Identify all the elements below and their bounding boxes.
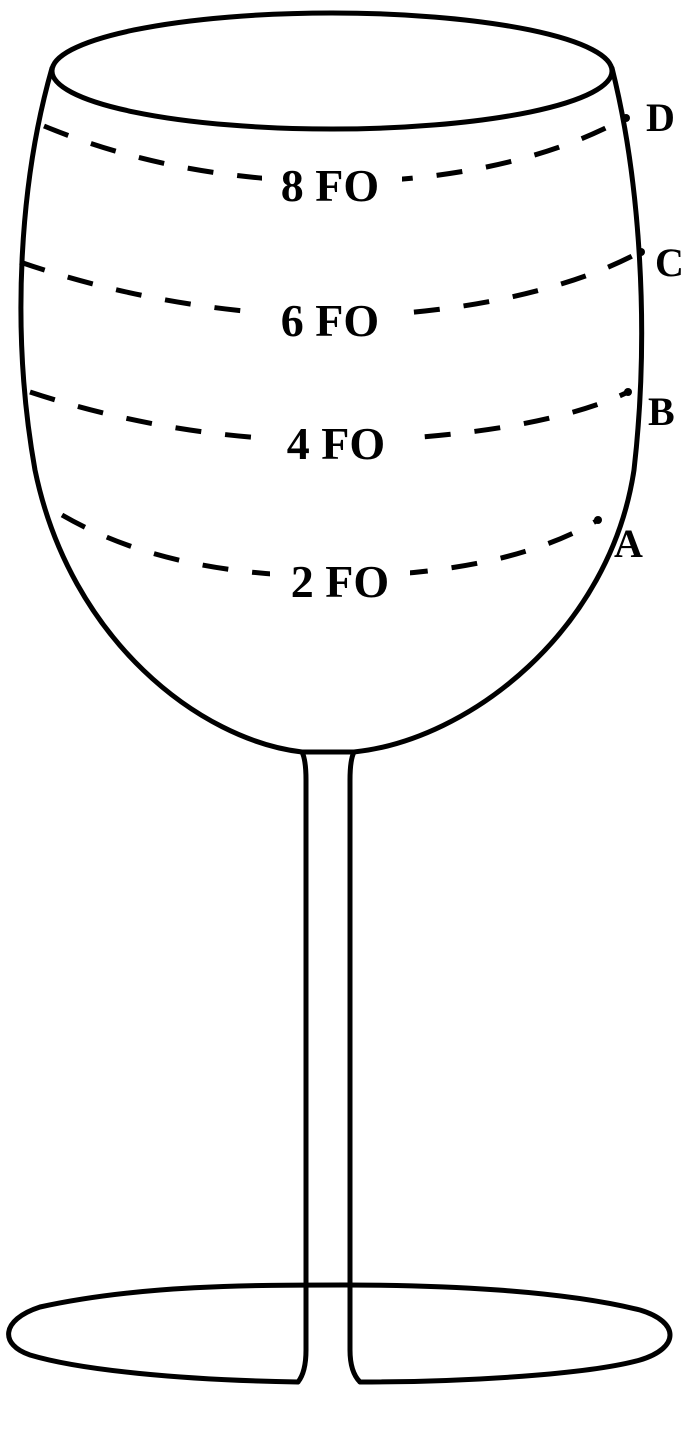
level-label-a: 2 FO: [291, 556, 389, 607]
glass-stem-left: [295, 749, 309, 1385]
marker-letter-a: A: [614, 521, 643, 566]
marker-dot-d: [622, 114, 630, 122]
glass-stem-right: [347, 749, 363, 1385]
label-backing-a: [270, 550, 410, 604]
glass-base: [6, 1282, 673, 1385]
marker-dot-c: [637, 248, 645, 256]
marker-dot-b: [624, 388, 632, 396]
level-label-b: 4 FO: [287, 418, 385, 469]
marker-letter-b: B: [648, 389, 675, 434]
marker-letter-d: D: [646, 95, 675, 140]
label-backing-b: [268, 414, 408, 468]
label-backing-c: [262, 290, 402, 344]
glass-rim: [49, 10, 615, 132]
level-label-d: 8 FO: [281, 160, 379, 211]
label-backing-d: [262, 156, 402, 210]
level-label-c: 6 FO: [281, 295, 379, 346]
marker-dot-a: [594, 516, 602, 524]
marker-letter-c: C: [655, 240, 684, 285]
level-line-d: [43, 115, 627, 185]
